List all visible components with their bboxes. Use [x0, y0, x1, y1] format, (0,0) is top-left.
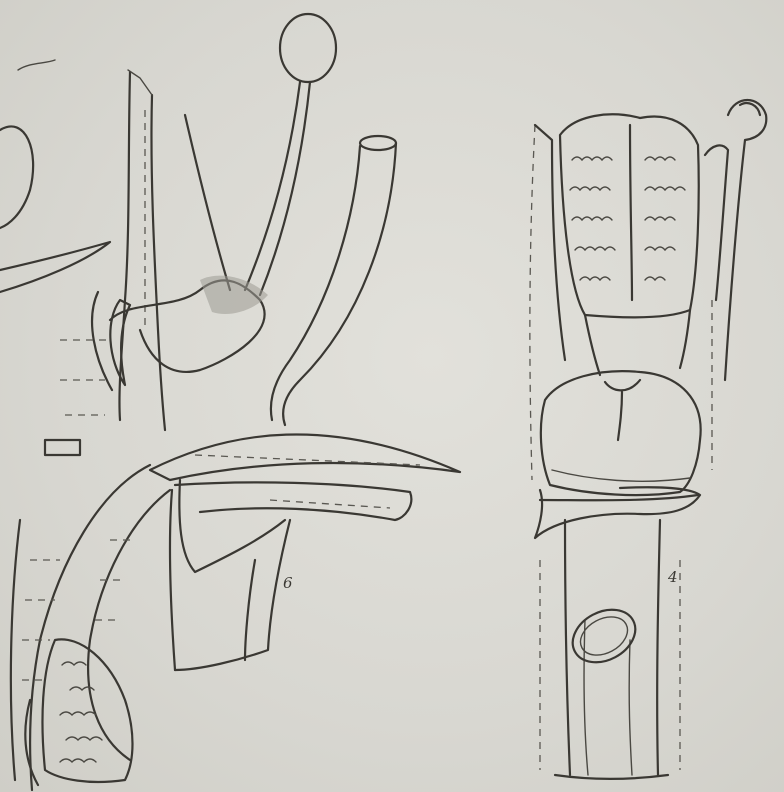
- figure-6-drawing: [0, 14, 460, 790]
- figure-label-6: 6: [283, 574, 293, 592]
- figure-label-4: 4: [668, 568, 678, 586]
- figure-4-drawing: [530, 100, 766, 779]
